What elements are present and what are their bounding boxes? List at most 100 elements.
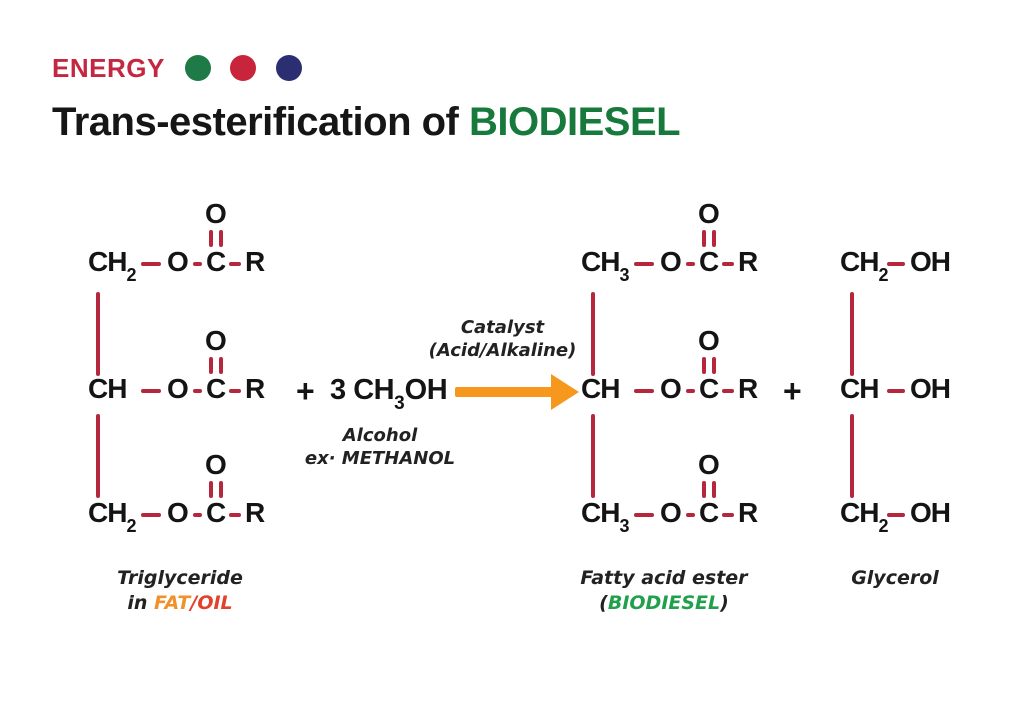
backbone-subscript: 2 [878,265,889,285]
reaction-arrow-head-icon [551,374,579,410]
single-bond [193,262,202,266]
ester-oxygen: O [167,497,189,528]
single-bond [634,262,654,266]
single-bond [193,389,202,393]
label-oil: OIL [197,592,233,614]
backbone-carbon: CH2 [840,499,888,537]
label-paren-close: ) [720,592,729,614]
backbone-carbon: CH2 [88,497,136,537]
single-bond [686,262,695,266]
glycerol-label: Glycerol [851,567,939,589]
backbone-text: CH [88,497,127,528]
glycerol-row-3: CH2 OH [840,453,1024,538]
ester-row-3: O CH3 O C R [581,451,771,538]
r-group: R [738,497,758,528]
methanol-oh: OH [404,374,448,406]
ester-label: Fatty acid ester (BIODIESEL) [574,566,754,616]
r-group: R [738,373,758,404]
double-bond [209,230,213,247]
label-fat: FAT [153,592,191,614]
backbone-bond [591,292,595,376]
double-bond [209,357,213,374]
backbone-text: CH [840,373,879,404]
single-bond [722,262,734,266]
ester-oxygen: O [660,497,682,528]
backbone-text: CH [581,246,620,277]
glycerol-row-1: CH2 OH [840,202,1024,287]
backbone-subscript: 3 [619,516,630,536]
single-bond [634,389,654,393]
methanol-coefficient: 3 [330,374,354,406]
brand-dot-green-icon [185,55,211,81]
backbone-text: CH [88,373,127,404]
label-slash: / [190,592,198,614]
plus-sign: + [296,373,315,409]
page-title: Trans-esterification of BIODIESEL [52,100,681,145]
backbone-carbon: CH [840,373,879,406]
ester-row-1: O CH3 O C R [581,200,771,287]
backbone-bond [850,292,854,376]
double-bond [219,230,223,247]
r-group: R [245,246,265,277]
single-bond [887,513,905,517]
r-group: R [245,373,265,404]
backbone-text: CH [581,497,620,528]
r-group: R [738,246,758,277]
label-in: in [127,592,154,614]
backbone-bond [591,414,595,498]
single-bond [141,389,161,393]
triglyceride-label-line1: Triglyceride [117,567,243,589]
carbonyl-carbon: C [699,373,719,404]
hydroxyl-group: OH [910,497,951,528]
carbonyl-oxygen: O [205,449,227,480]
methanol-subscript: 3 [394,393,405,414]
carbonyl-carbon: C [699,497,719,528]
double-bond [712,481,716,498]
triglyceride-row-2: O CH O C R [88,325,278,414]
carbonyl-oxygen: O [698,325,720,356]
single-bond [193,513,202,517]
triglyceride-row-1: O CH2 O C R [88,200,278,287]
double-bond [702,357,706,374]
backbone-subscript: 2 [878,516,889,536]
page-title-prefix: Trans-esterification of [52,100,469,144]
backbone-bond [96,414,100,498]
single-bond [722,389,734,393]
single-bond [229,389,241,393]
carbonyl-carbon: C [699,246,719,277]
backbone-carbon: CH3 [581,497,629,537]
backbone-text: CH [581,373,620,404]
single-bond [229,262,241,266]
label-paren-open: ( [599,592,608,614]
single-bond [141,513,161,517]
ester-oxygen: O [167,246,189,277]
plus-sign: + [783,373,802,409]
single-bond [887,262,905,266]
backbone-subscript: 2 [126,516,137,536]
methanol-ch: CH [353,374,395,406]
backbone-bond [850,414,854,498]
triglyceride-label-line2: in FAT/OIL [100,591,260,616]
reaction-arrow-icon [455,387,553,397]
ester-oxygen: O [660,373,682,404]
hydroxyl-group: OH [910,246,951,277]
double-bond [712,357,716,374]
methanol-formula: 3 CH3OH [330,374,448,414]
carbonyl-carbon: C [206,497,226,528]
single-bond [634,513,654,517]
backbone-bond [96,292,100,376]
double-bond [209,481,213,498]
double-bond [702,230,706,247]
backbone-carbon: CH3 [581,246,629,286]
catalyst-line2: (Acid/Alkaline) [428,340,577,361]
brand-dot-navy-icon [276,55,302,81]
ester-oxygen: O [167,373,189,404]
carbonyl-oxygen: O [205,325,227,356]
single-bond [686,513,695,517]
single-bond [887,389,905,393]
alcohol-line1: Alcohol [342,425,418,446]
double-bond [702,481,706,498]
single-bond [141,262,161,266]
carbonyl-carbon: C [206,373,226,404]
